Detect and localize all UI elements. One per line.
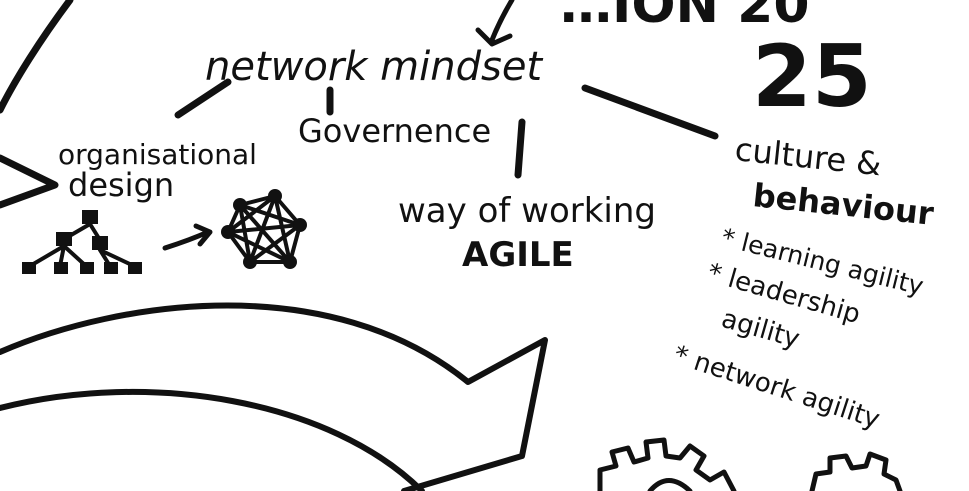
organisational-label: organisational xyxy=(58,138,257,171)
hierarchy-to-network-arrow xyxy=(162,223,213,251)
culture-item-network-agility: * network agility xyxy=(670,340,884,435)
left-arrowhead xyxy=(0,154,59,209)
governance-label: Governence xyxy=(298,112,491,150)
left-curve-stroke xyxy=(0,0,74,114)
header-number: 25 xyxy=(752,27,872,127)
gear-icon-2 xyxy=(809,451,903,491)
big-arrow-icon xyxy=(0,302,548,491)
behaviour-label: behaviour xyxy=(751,176,936,233)
hierarchy-icon xyxy=(22,210,142,274)
way-of-working-label: way of working xyxy=(398,191,656,231)
design-label: design xyxy=(68,166,174,204)
network-icon xyxy=(221,189,307,269)
culture-item-agility: agility xyxy=(718,304,803,355)
agile-label: AGILE xyxy=(462,235,574,275)
down-arrow-icon xyxy=(475,0,515,47)
line-to-way-of-working xyxy=(514,118,526,179)
network-mindset-label: network mindset xyxy=(205,44,543,90)
line-to-culture xyxy=(581,84,719,140)
gear-icon xyxy=(597,437,737,491)
line-to-organisational xyxy=(174,78,232,119)
header-title-partial: …ION 20 xyxy=(560,0,810,35)
